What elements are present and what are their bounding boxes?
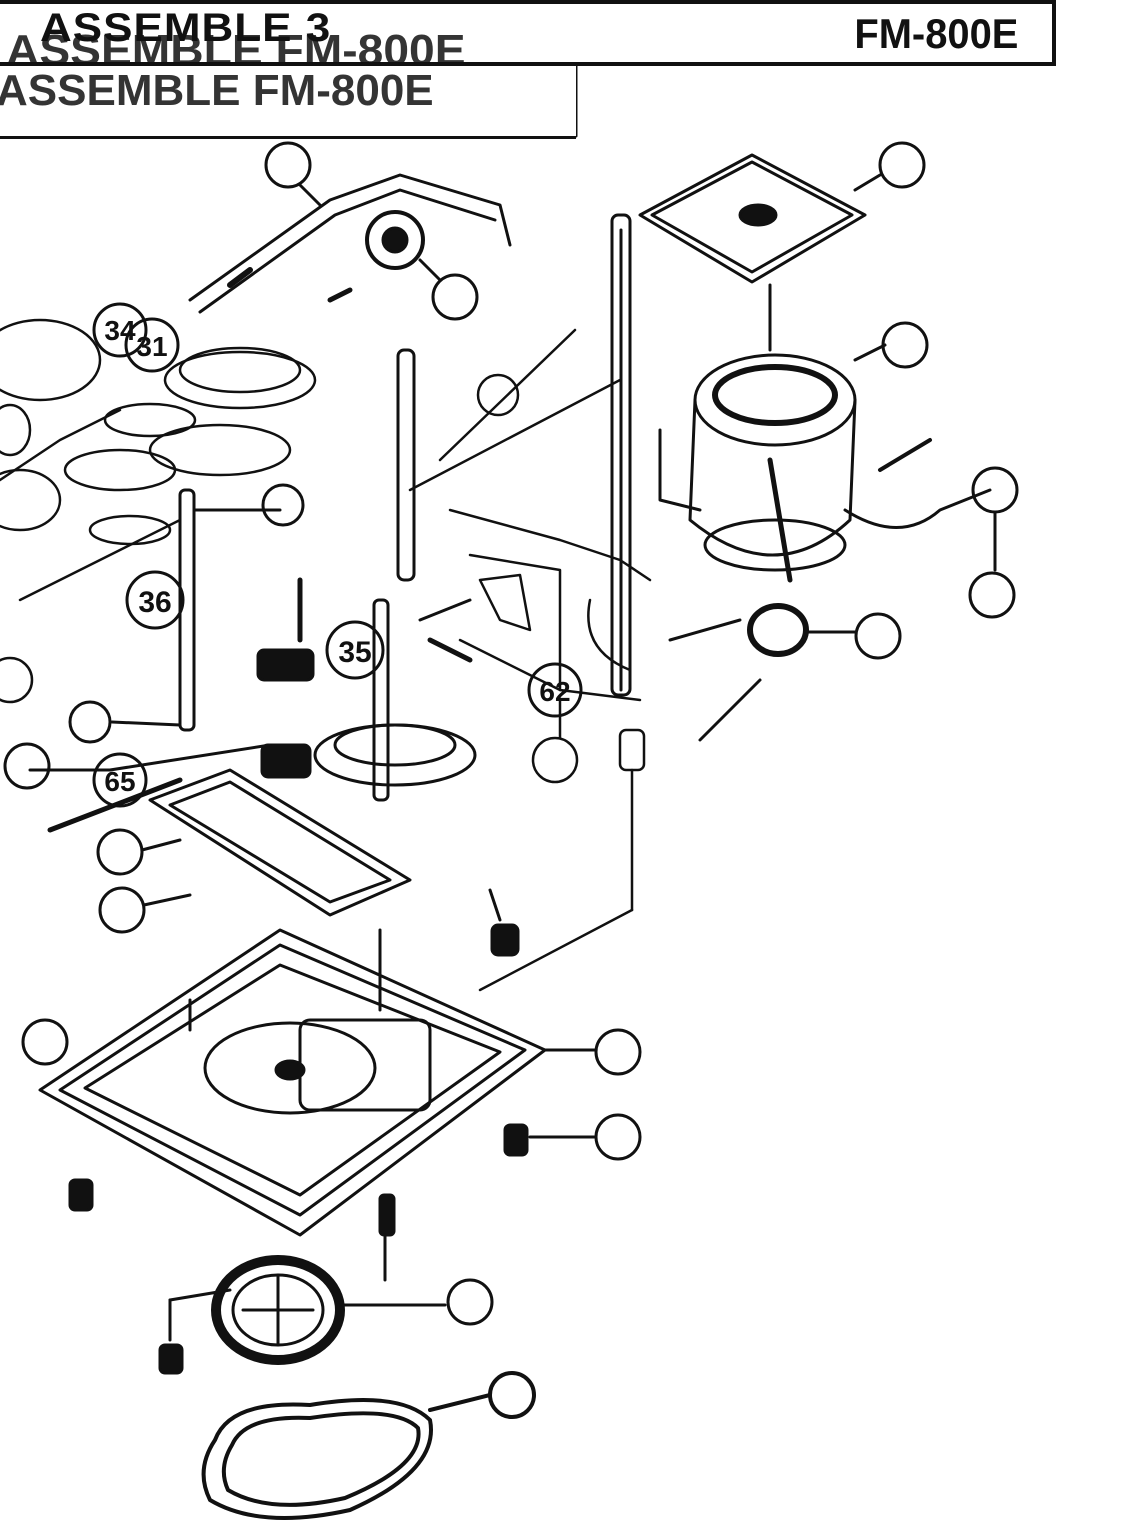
callout-label: 36 [138,586,171,619]
model-number: FM-800E [854,10,1019,57]
handle-arm-part [188,173,512,314]
page-title: ASSEMBLE 3 [40,6,332,51]
bracket-part [408,328,652,992]
left-gear-cluster [0,318,317,704]
page-title-ghost: ASSEMBLE FM-800E [0,66,434,115]
callout-label: 34 [104,315,136,346]
base-tray [21,928,642,1282]
part-callout [878,141,1019,619]
callout-label: 65 [104,766,135,797]
motor-unit [658,343,992,583]
part-callout [264,141,479,321]
center-small-parts [3,483,477,833]
mounting-plate [96,768,520,957]
bottom-gear-wheel [158,1255,494,1375]
callout-label: 31 [136,331,167,362]
callout-label: 35 [338,636,371,669]
page-title-ghost: ASSEMBLE FM-800E [6,26,466,75]
lid-plate [638,153,882,352]
header-frame [0,0,1056,66]
callout-label: 62 [539,676,570,707]
small-drive-gear [668,603,902,742]
drive-belt [201,1371,536,1520]
header-ghost-strip [0,66,576,139]
